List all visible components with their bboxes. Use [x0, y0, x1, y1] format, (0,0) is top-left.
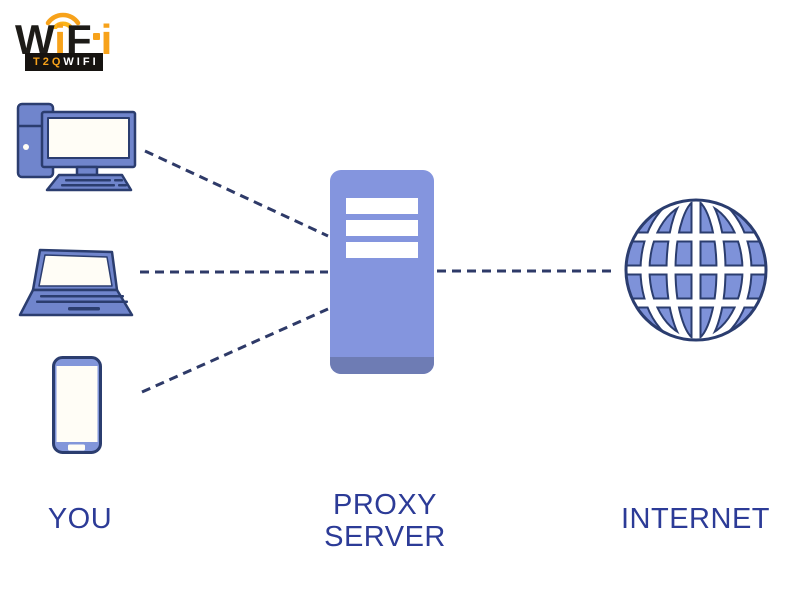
server-slot: [346, 242, 418, 258]
proxy-server-label: PROXY SERVER: [300, 489, 470, 553]
connection-phone-proxy: [141, 307, 329, 394]
server-slot: [346, 198, 418, 214]
proxy-server-icon: [330, 170, 434, 374]
server-slot: [346, 220, 418, 236]
logo-letter: i: [100, 16, 113, 63]
internet-label: INTERNET: [621, 503, 770, 535]
logo-tagline-accent: T2Q: [33, 56, 64, 68]
you-label: YOU: [47, 503, 113, 535]
laptop-icon: [18, 248, 134, 317]
wifi-signal-icon: [45, 12, 81, 29]
server-base: [330, 357, 434, 374]
globe-icon: [624, 198, 768, 342]
smartphone-icon: [52, 356, 102, 454]
proxy-label-line2: SERVER: [324, 521, 446, 553]
proxy-label-line1: PROXY: [332, 489, 438, 521]
logo-letter: i: [54, 16, 66, 63]
desktop-computer-icon: [16, 102, 137, 192]
logo-tagline-rest: WIFI: [63, 56, 99, 68]
logo-dot: [92, 33, 100, 40]
logo-tagline: T2QWIFI: [25, 53, 103, 71]
connection-desktop-proxy: [144, 149, 329, 238]
